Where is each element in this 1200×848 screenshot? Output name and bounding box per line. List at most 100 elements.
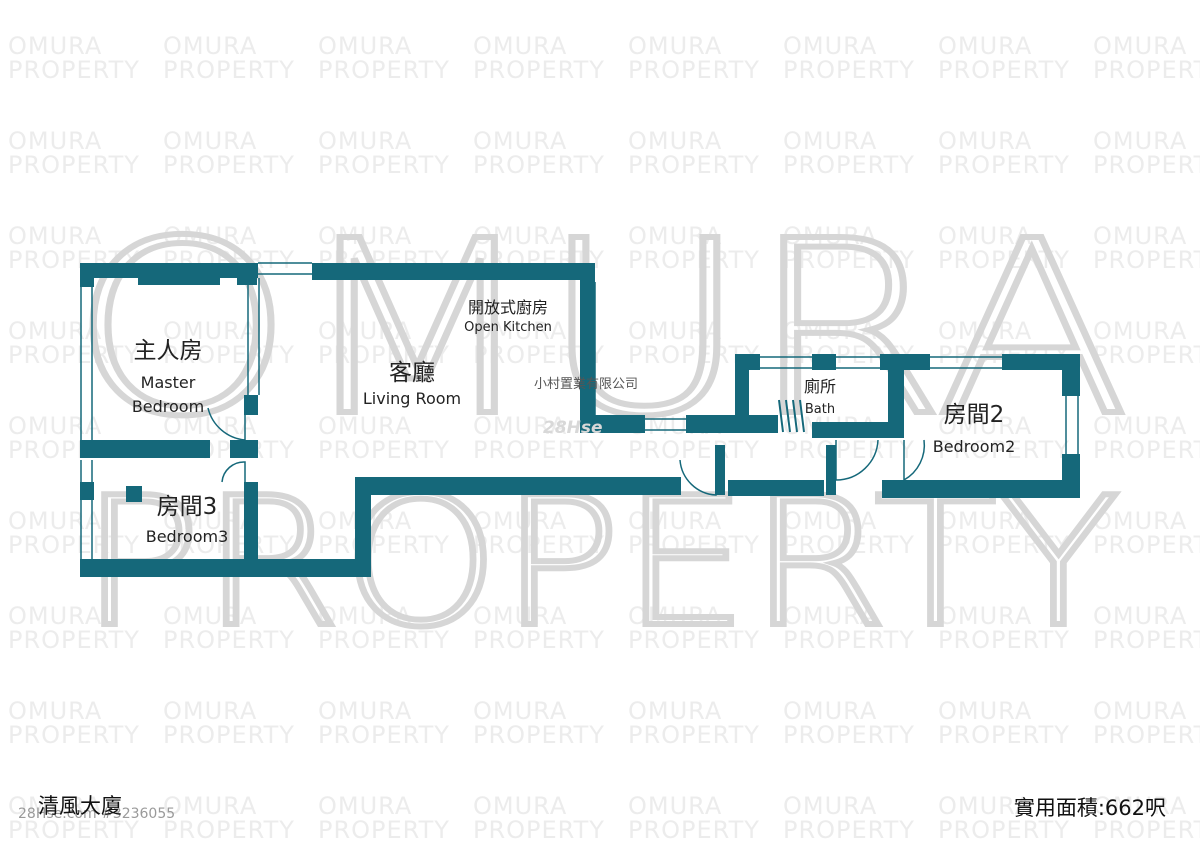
window-bedroom2-right <box>1065 395 1079 455</box>
master-bedroom-label-en-2: Bedroom <box>132 397 204 416</box>
watermark-tile-line2: PROPERTY <box>8 626 140 654</box>
bath-fixture <box>778 399 805 433</box>
wall-bedroom2-bottom <box>882 480 1080 498</box>
watermark-tile-line1: OMURA <box>318 32 412 60</box>
watermark-tile-line1: OMURA <box>938 222 1032 250</box>
watermark-tile-line2: PROPERTY <box>318 56 450 84</box>
watermark-tile-line2: PROPERTY <box>938 816 1070 844</box>
watermark-tile-line2: PROPERTY <box>783 436 915 464</box>
walls <box>80 263 1080 577</box>
watermark-tile-line2: PROPERTY <box>1093 531 1200 559</box>
saleable-area: 實用面積:662呎 <box>1013 796 1166 820</box>
watermark-tile-line2: PROPERTY <box>938 246 1070 274</box>
watermark-tile-line1: OMURA <box>163 602 257 630</box>
door-bedroom3 <box>221 461 246 483</box>
watermark-tile-line2: PROPERTY <box>628 816 760 844</box>
watermark-tile-line2: PROPERTY <box>938 151 1070 179</box>
watermark-tile-line1: OMURA <box>163 697 257 725</box>
watermark-tile-line2: PROPERTY <box>1093 56 1200 84</box>
watermark-tile-line1: OMURA <box>1093 507 1187 535</box>
source-logo: 28Hse <box>543 418 603 438</box>
watermark-tile-line2: PROPERTY <box>628 151 760 179</box>
watermark-tile-line1: OMURA <box>163 412 257 440</box>
window-master-top <box>258 262 312 275</box>
watermark-tile-line1: OMURA <box>473 127 567 155</box>
watermark-tile-line1: OMURA <box>163 317 257 345</box>
bedroom2-label-en: Bedroom2 <box>933 437 1016 456</box>
watermark-tile-line2: PROPERTY <box>938 626 1070 654</box>
watermark-tile-line1: OMURA <box>783 222 877 250</box>
watermark-tile-line2: PROPERTY <box>8 151 140 179</box>
watermark-tile-line2: PROPERTY <box>938 56 1070 84</box>
watermark-tile-line2: PROPERTY <box>1093 816 1200 844</box>
watermark-tile-line2: PROPERTY <box>473 626 605 654</box>
watermark-tile-line2: PROPERTY <box>1093 151 1200 179</box>
watermark-tile-line2: PROPERTY <box>628 56 760 84</box>
windows <box>80 262 1079 560</box>
watermark-tile-line1: OMURA <box>1093 317 1187 345</box>
watermark-tile-line2: PROPERTY <box>628 626 760 654</box>
watermark-tile-line2: PROPERTY <box>473 721 605 749</box>
watermark-tile-line1: OMURA <box>783 127 877 155</box>
wall-bottom-left <box>80 559 370 577</box>
watermark-tile-line2: PROPERTY <box>163 151 295 179</box>
watermark-tile-line1: OMURA <box>1093 697 1187 725</box>
watermark-tile-line1: OMURA <box>163 222 257 250</box>
watermark-tile-line1: OMURA <box>473 697 567 725</box>
watermark-tile-line1: OMURA <box>473 32 567 60</box>
watermark-tile-line1: OMURA <box>318 792 412 820</box>
wall-bath-bottom-left <box>686 415 778 433</box>
watermark-tile-line2: PROPERTY <box>318 626 450 654</box>
wall-bath-left <box>735 354 749 432</box>
wall-master-corner <box>237 263 257 285</box>
watermark-tile-line1: OMURA <box>8 412 102 440</box>
watermark-tile-line2: PROPERTY <box>628 246 760 274</box>
wall-bath-top-right <box>880 354 930 370</box>
watermark-tile-line1: OMURA <box>163 507 257 535</box>
wall-bedroom2-right <box>1062 354 1080 396</box>
master-bedroom-label-en-1: Master <box>141 373 196 392</box>
watermark-tile-line1: OMURA <box>628 697 722 725</box>
watermark-tile-line1: OMURA <box>8 222 102 250</box>
watermark-tile-line2: PROPERTY <box>783 151 915 179</box>
watermark-tile-line2: PROPERTY <box>473 56 605 84</box>
living-room-label-en: Living Room <box>363 389 461 408</box>
window-master-left <box>80 285 93 440</box>
watermark-tile-line2: PROPERTY <box>473 436 605 464</box>
watermark-tile-line2: PROPERTY <box>163 341 295 369</box>
bedroom2-label-zh: 房間2 <box>944 402 1005 428</box>
watermark-tile-line2: PROPERTY <box>8 341 140 369</box>
watermark-tile-line2: PROPERTY <box>163 816 295 844</box>
watermark-tile-line1: OMURA <box>1093 792 1187 820</box>
watermark-tile-line1: OMURA <box>938 32 1032 60</box>
watermark-tile-line1: OMURA <box>318 317 412 345</box>
watermark-tile-line2: PROPERTY <box>783 816 915 844</box>
watermark-tile-line2: PROPERTY <box>628 436 760 464</box>
wall-bed3-closet <box>126 486 142 502</box>
watermark-tile-line1: OMURA <box>938 317 1032 345</box>
watermark-tile-line1: OMURA <box>8 317 102 345</box>
watermark-tile-line1: OMURA <box>628 32 722 60</box>
watermark-tile-line2: PROPERTY <box>938 531 1070 559</box>
window-master-right <box>247 278 260 395</box>
watermark-tile-line2: PROPERTY <box>1093 341 1200 369</box>
watermark-tile-line2: PROPERTY <box>163 626 295 654</box>
watermark-tile-line2: PROPERTY <box>783 246 915 274</box>
kitchen-label-zh: 開放式廚房 <box>468 298 548 317</box>
watermark-tile-line2: PROPERTY <box>938 436 1070 464</box>
wall-bath-top-mid <box>812 354 836 370</box>
bedroom3-label-zh: 房間3 <box>157 494 218 520</box>
watermark-tile-line1: OMURA <box>318 412 412 440</box>
bath-label-en: Bath <box>805 402 835 417</box>
watermark-tile-line2: PROPERTY <box>318 531 450 559</box>
kitchen-label-en: Open Kitchen <box>464 320 552 335</box>
watermark-tile-line1: OMURA <box>8 127 102 155</box>
watermark-tile-line1: OMURA <box>8 32 102 60</box>
watermark-tile-line1: OMURA <box>938 412 1032 440</box>
watermark-tile-line2: PROPERTY <box>628 531 760 559</box>
wall-master-bottom-right <box>230 440 258 458</box>
wall-lobby-mid <box>728 480 824 496</box>
watermark-tile-line1: OMURA <box>783 697 877 725</box>
watermark-tile-line1: OMURA <box>628 507 722 535</box>
